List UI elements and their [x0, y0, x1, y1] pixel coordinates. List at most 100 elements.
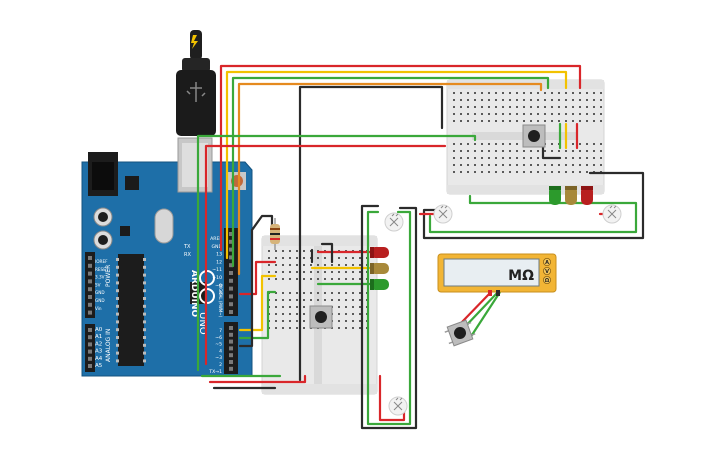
- pushbutton-secondary[interactable]: [522, 124, 546, 148]
- header-pin[interactable]: [229, 271, 233, 275]
- header-pin[interactable]: [229, 366, 233, 371]
- pin-label: RESET: [95, 267, 109, 272]
- breadboard-hole: [502, 113, 504, 115]
- header-pin[interactable]: [229, 294, 233, 299]
- phototransistor-bottom[interactable]: [388, 396, 408, 416]
- pin-label: TX→1: [208, 369, 222, 375]
- header-pin[interactable]: [229, 346, 233, 351]
- breadboard-hole: [565, 106, 567, 108]
- breadboard-hole: [282, 257, 284, 259]
- wire-black-top[interactable]: [298, 85, 444, 382]
- breadboard-hole: [544, 120, 546, 122]
- header-pin[interactable]: [229, 255, 233, 260]
- header-pin[interactable]: [88, 364, 92, 368]
- breadboard-hole: [516, 143, 518, 145]
- led-yellow-bb1[interactable]: [370, 263, 389, 274]
- multimeter[interactable]: MΩ AVΩ: [437, 253, 557, 296]
- breadboard-hole: [289, 306, 291, 308]
- wire-green-top[interactable]: [231, 76, 550, 268]
- header-pin[interactable]: [229, 247, 233, 252]
- pushbutton-standalone[interactable]: [443, 319, 476, 347]
- header-pin[interactable]: [88, 302, 92, 307]
- breadboard-hole: [460, 92, 462, 94]
- led-green-bb2[interactable]: [549, 186, 561, 205]
- header-pin[interactable]: [229, 360, 233, 364]
- header-pin[interactable]: [229, 353, 233, 358]
- header-pin[interactable]: [229, 302, 233, 307]
- breadboard-hole: [453, 120, 455, 122]
- breadboard-hole: [495, 99, 497, 101]
- header-pin[interactable]: [88, 342, 92, 347]
- header-pin[interactable]: [88, 256, 92, 260]
- wire-red-top[interactable]: [219, 64, 582, 252]
- breadboard-hole: [331, 264, 333, 266]
- phototransistor-top[interactable]: [384, 212, 404, 232]
- breadboard-hole: [296, 278, 298, 280]
- header-pin[interactable]: [229, 263, 233, 268]
- pin-label: 8: [219, 291, 222, 297]
- breadboard-hole: [558, 150, 560, 152]
- multimeter-mode-button[interactable]: [543, 275, 552, 284]
- wire-black-photo-loop[interactable]: [360, 204, 418, 430]
- phototransistor-left[interactable]: [433, 204, 453, 224]
- wire-black-bb2-photo[interactable]: [422, 171, 645, 240]
- pin-label: A0: [95, 327, 103, 333]
- wire-red-5v[interactable]: [204, 144, 447, 366]
- led-yellow-bb2[interactable]: [565, 186, 577, 205]
- resistor[interactable]: [270, 218, 280, 250]
- led-red-bb2[interactable]: [581, 186, 593, 205]
- wire-red-photo-loop[interactable]: [378, 374, 406, 422]
- header-pin[interactable]: [88, 263, 92, 268]
- breadboard-hole: [296, 271, 298, 273]
- header-pin[interactable]: [229, 286, 233, 291]
- wire-green-d6[interactable]: [238, 290, 277, 340]
- phototransistor-right[interactable]: [602, 204, 622, 224]
- breadboard-hole: [572, 99, 574, 101]
- header-pin[interactable]: [88, 287, 92, 292]
- breadboard-hole: [530, 99, 532, 101]
- header-pin[interactable]: [88, 349, 92, 354]
- wire-green-photo-loop[interactable]: [366, 210, 412, 426]
- breadboard-hole: [572, 171, 574, 173]
- breadboard-hole: [488, 157, 490, 159]
- led-red-bb1[interactable]: [370, 247, 389, 258]
- multimeter-mode-button[interactable]: [543, 266, 552, 275]
- pin-label: 2: [219, 362, 222, 368]
- wire-green-bb2-photo[interactable]: [428, 194, 638, 234]
- breadboard-hole: [495, 92, 497, 94]
- header-pin[interactable]: [229, 310, 233, 314]
- header-pin[interactable]: [88, 335, 92, 340]
- breadboard-hole: [544, 171, 546, 173]
- wire-green-gnd[interactable]: [196, 134, 477, 372]
- header-pin[interactable]: [88, 310, 92, 315]
- wire-red-d8[interactable]: [238, 260, 277, 296]
- wire-black-bb1-gnd[interactable]: [320, 242, 334, 264]
- header-pin[interactable]: [88, 328, 92, 332]
- multimeter-mode-button[interactable]: [543, 257, 552, 266]
- breadboard-hole: [303, 299, 305, 301]
- pushbutton-main[interactable]: [309, 305, 333, 329]
- header-pin[interactable]: [229, 232, 233, 236]
- header-pin[interactable]: [88, 279, 92, 284]
- breadboard-hole: [331, 271, 333, 273]
- probe-red[interactable]: [460, 290, 493, 324]
- header-pin[interactable]: [88, 271, 92, 276]
- header-pin[interactable]: [88, 295, 92, 299]
- breadboard-hole: [352, 320, 354, 322]
- header-pin[interactable]: [229, 332, 233, 337]
- breadboard-hole: [544, 150, 546, 152]
- header-pin[interactable]: [229, 339, 233, 344]
- header-pin[interactable]: [229, 278, 233, 283]
- chip-pin: [116, 343, 119, 347]
- led-green-bb1[interactable]: [370, 279, 389, 290]
- wire-black-d3[interactable]: [238, 214, 274, 348]
- breadboard-hole: [282, 313, 284, 315]
- header-pin[interactable]: [88, 356, 92, 361]
- header-pin[interactable]: [229, 239, 233, 244]
- tx-label: TX: [183, 244, 191, 250]
- pin-label: GND: [95, 290, 105, 295]
- wire-yellow-top[interactable]: [225, 70, 568, 260]
- header-pin[interactable]: [229, 326, 233, 330]
- wire-red-5v-bb1[interactable]: [208, 374, 307, 384]
- wire-orange-top[interactable]: [237, 82, 543, 276]
